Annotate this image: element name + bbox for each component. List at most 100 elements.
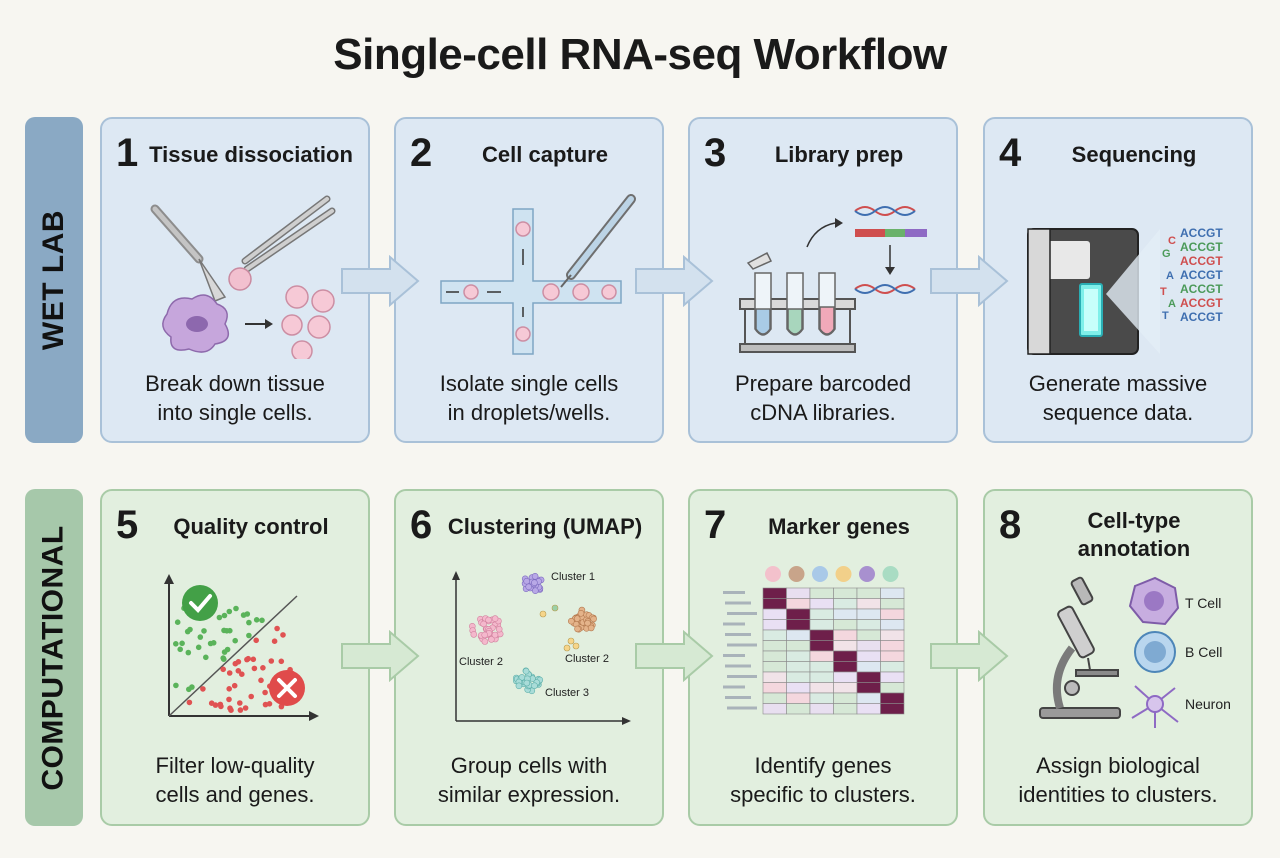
heatmap-cell [833,608,858,620]
heatmap-cell [809,692,834,704]
heatmap-cell [880,692,905,704]
sequence-read-text: ACCGT [1180,268,1223,282]
qc-fail-point [231,682,238,689]
qc-pass-point [224,646,231,653]
umap-point [522,667,530,675]
qc-fail-point [226,696,232,703]
qc-fail-point [253,637,259,644]
qc-fail-point [248,693,254,700]
heatmap-cell [880,661,905,673]
qc-fail-point [235,668,242,674]
step-description: Filter low-quality cells and genes. [155,753,315,807]
heatmap-cell [762,629,787,641]
step-card-marker-genes: 7 Marker genes Identify genes specific t… [688,489,958,826]
step-card-cell-capture: 2 Cell capture Isolate single cells in d… [394,117,664,443]
umap-point [551,604,559,612]
tissue-dissociation-illustration [150,195,336,359]
heatmap-cell [809,661,834,673]
qc-pass-point [221,612,228,619]
base-letter-text: C [1168,235,1176,247]
heatmap-cell [762,682,787,694]
qc-pass-point [195,644,202,651]
heatmap-cell [786,682,811,694]
page-title: Single-cell RNA-seq Workflow [333,30,947,79]
dna-helix-icon [854,206,916,216]
umap-point [495,625,503,633]
check-icon [182,585,218,621]
heatmap-cell [809,671,834,683]
step-title: Library prep [774,142,904,167]
heatmap-cell [880,587,905,599]
qc-fail-point [220,666,226,673]
cluster-points-icon [468,573,597,695]
heatmap-cell [880,608,905,620]
qc-fail-point [262,689,268,696]
umap-point [531,682,538,689]
step-description: Break down tissue into single cells. [145,371,325,425]
umap-point [567,637,575,645]
gene-label-bar [727,675,757,678]
heatmap-cell [786,587,811,599]
qc-fail-point [245,655,251,662]
heatmap-cell [786,692,811,704]
umap-point [584,619,591,627]
step-number: 6 [410,503,433,547]
qc-pass-point [173,682,179,689]
threshold-line-icon [168,595,298,717]
base-letter-text: G [1162,248,1171,260]
qc-pass-point [177,646,183,653]
umap-point [515,682,523,690]
t-cell-icon [1128,576,1180,626]
heatmap-cell [786,608,811,620]
heatmap-cell [809,608,834,620]
cdna-helix-icon [854,284,916,294]
umap-point [470,631,478,638]
quality-control-scatter-illustration [164,574,319,721]
umap-point [563,644,571,652]
b-cell-icon [1134,631,1176,673]
heatmap-cell [786,661,811,673]
heatmap-cell [856,692,881,704]
heatmap-cell [880,640,905,652]
cluster-color-dot [859,566,875,582]
sequence-read-text: ACCGT [1180,226,1223,240]
heatmap-cell [809,640,834,652]
flow-arrow-icon [635,255,714,307]
qc-fail-point [242,705,249,711]
heatmap-cell [833,682,858,694]
heatmap-cell [856,671,881,683]
step-number: 3 [704,131,727,175]
umap-point [574,625,581,633]
microscope-icon [1039,576,1121,719]
base-letter-text: T [1160,286,1167,298]
step-title: Sequencing [1071,142,1197,167]
single-cells-icon [281,285,335,359]
step-title: Cell capture [482,142,608,167]
heatmap-cell [762,598,787,610]
sequence-read-text: ACCGT [1180,282,1223,296]
cell-type-label: T Cell [1185,595,1221,611]
gene-label-bar [727,612,757,615]
umap-point [568,617,575,625]
gene-label-bar [723,685,745,689]
qc-pass-point [246,632,252,639]
step-card-clustering: 6 Clustering (UMAP) Cluster 1 Cluster 2 … [394,489,664,826]
qc-pass-point [179,640,185,647]
umap-clustering-illustration: Cluster 1 Cluster 2 Cluster 2 Cluster 3 [452,571,631,725]
step-number: 4 [999,131,1022,175]
qc-fail-point [260,665,266,671]
gene-label-bars-icon [723,591,757,710]
qc-pass-point [240,612,247,618]
heatmap-cell [786,703,811,715]
step-number: 5 [116,503,139,547]
umap-point [481,631,489,639]
heatmap-cell [786,598,811,610]
qc-pass-point [203,654,209,661]
qc-pass-point [224,628,230,634]
qc-fail-point [271,638,278,644]
flow-arrow-icon [930,255,1009,307]
umap-point [590,615,597,623]
qc-pass-point [253,617,260,623]
qc-pass-point [187,626,193,633]
heatmap-cell [762,671,787,683]
